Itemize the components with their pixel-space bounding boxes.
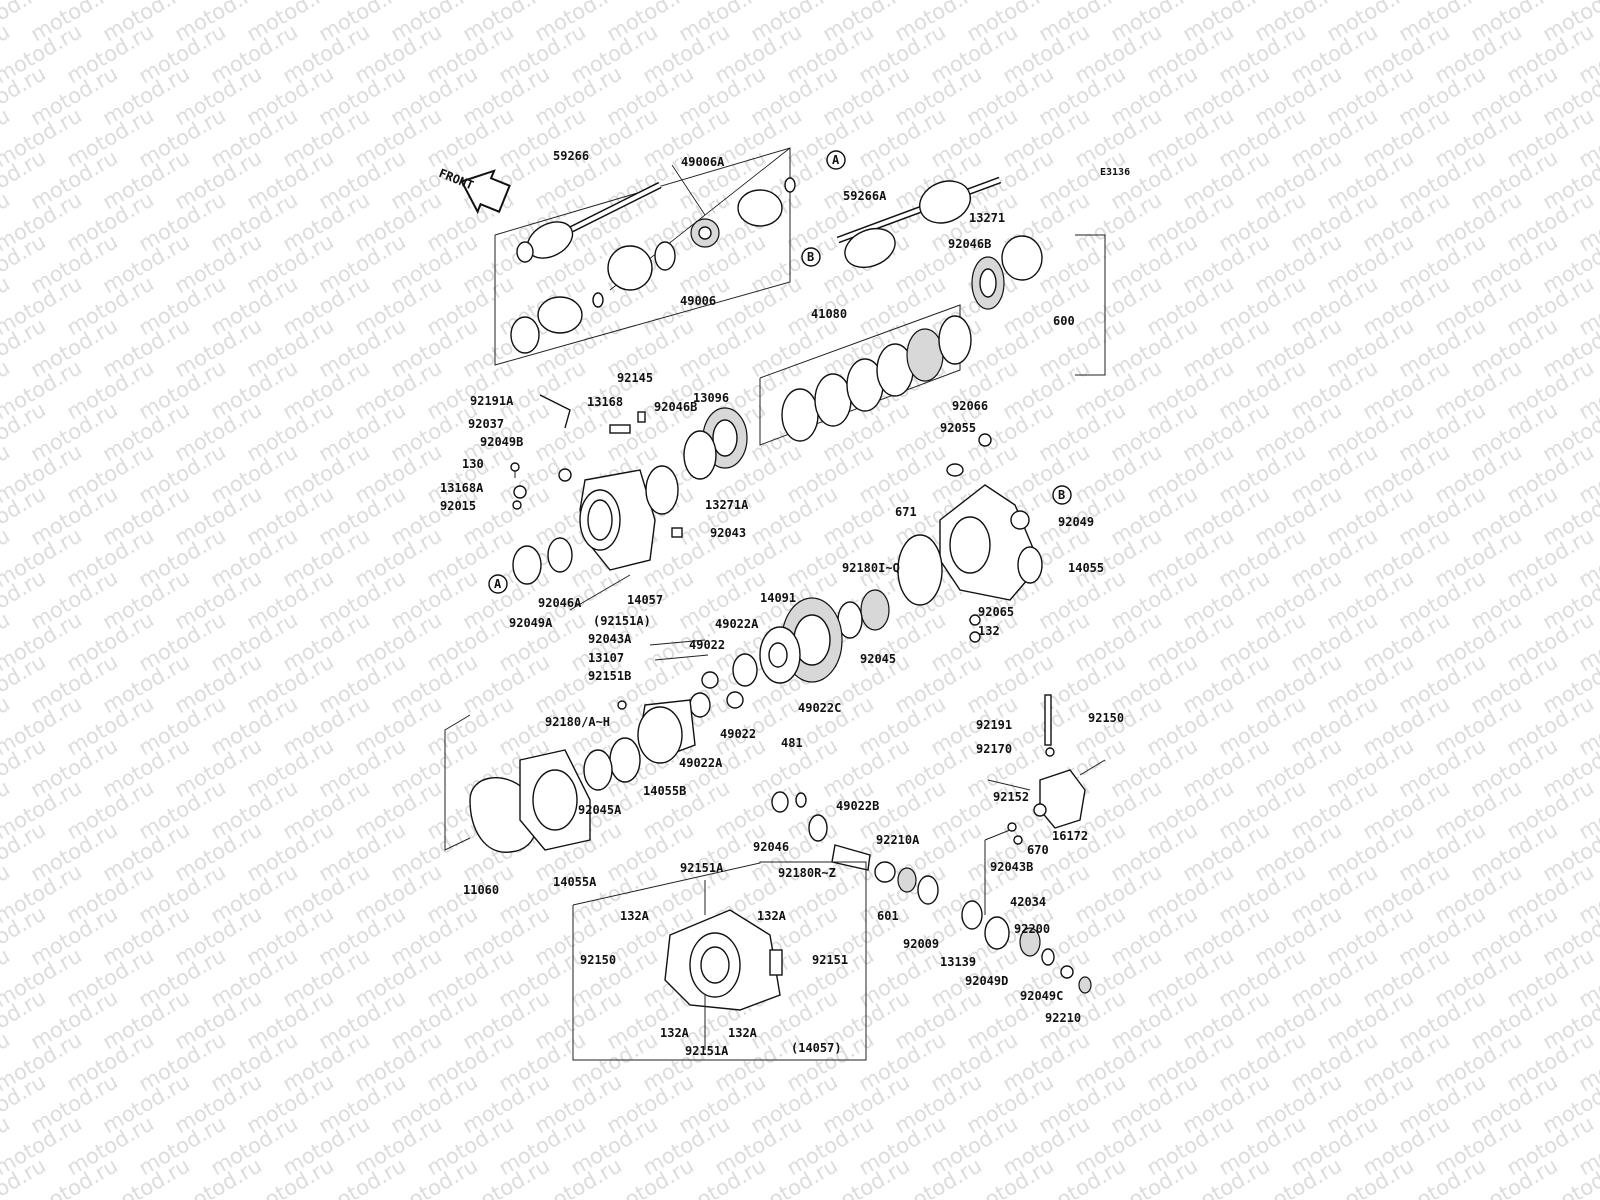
part-label: 92151A — [680, 861, 724, 875]
part-label: 601 — [877, 909, 899, 923]
part-label: 92049D — [965, 974, 1008, 988]
part-label: 92180R~Z — [778, 866, 836, 880]
callout-letter: B — [807, 250, 814, 264]
part-label: 481 — [781, 736, 803, 750]
part-label: 42034 — [1010, 895, 1046, 909]
part-label: 14055A — [553, 875, 597, 889]
part-label: 92191A — [470, 394, 514, 408]
callout-letter: B — [1058, 488, 1065, 502]
part-label: 92046A — [538, 596, 582, 610]
part-label: 49022A — [679, 756, 723, 770]
part-label: 92066 — [952, 399, 988, 413]
part-label: (14057) — [791, 1041, 842, 1055]
part-label: 49022C — [798, 701, 841, 715]
part-label: 92045 — [860, 652, 896, 666]
part-label: 132A — [757, 909, 787, 923]
part-label: 59266A — [843, 189, 887, 203]
part-label: 92045A — [578, 803, 622, 817]
part-label: 92043 — [710, 526, 746, 540]
part-label: 92049 — [1058, 515, 1094, 529]
part-label: 13139 — [940, 955, 976, 969]
part-label: 14091 — [760, 591, 796, 605]
part-label: 49022 — [720, 727, 756, 741]
part-label: 41080 — [811, 307, 847, 321]
part-label: 132A — [620, 909, 650, 923]
part-label: 92046B — [654, 400, 697, 414]
part-label: 132A — [728, 1026, 758, 1040]
part-label: 92180I~Q — [842, 561, 900, 575]
part-label: 92043B — [990, 860, 1033, 874]
part-label: 92170 — [976, 742, 1012, 756]
part-label: (92151A) — [593, 614, 651, 628]
part-label: 670 — [1027, 843, 1049, 857]
part-label: 13271A — [705, 498, 749, 512]
part-label: 16172 — [1052, 829, 1088, 843]
part-label: 92210 — [1045, 1011, 1081, 1025]
part-label: 92049A — [509, 616, 553, 630]
part-label: 132 — [978, 624, 1000, 638]
part-label: 92200 — [1014, 922, 1050, 936]
part-label: 13107 — [588, 651, 624, 665]
part-label: 13271 — [969, 211, 1005, 225]
part-label: 92180/A~H — [545, 715, 610, 729]
watermark-text: motod.ru — [1575, 0, 1600, 4]
part-label: 92055 — [940, 421, 976, 435]
part-label: 92151A — [685, 1044, 729, 1058]
part-label: 92151 — [812, 953, 848, 967]
part-label: 92046B — [948, 237, 991, 251]
part-label: 132A — [660, 1026, 690, 1040]
part-label: 92015 — [440, 499, 476, 513]
part-label: 92065 — [978, 605, 1014, 619]
part-label: 92145 — [617, 371, 653, 385]
part-label: 14055 — [1068, 561, 1104, 575]
part-label: 92150 — [580, 953, 616, 967]
part-label: 49022 — [689, 638, 725, 652]
part-label: 92151B — [588, 669, 631, 683]
part-label: 92150 — [1088, 711, 1124, 725]
part-label: 59266 — [553, 149, 589, 163]
part-label: 13168 — [587, 395, 623, 409]
callout-letter: A — [832, 153, 840, 167]
part-label: 92049B — [480, 435, 523, 449]
diagram-code: E3136 — [1100, 167, 1130, 178]
part-label: 671 — [895, 505, 917, 519]
part-label: 49006A — [681, 155, 725, 169]
part-label: 92009 — [903, 937, 939, 951]
part-label: 92210A — [876, 833, 920, 847]
part-label: 92191 — [976, 718, 1012, 732]
part-label: 600 — [1053, 314, 1075, 328]
part-label: 13096 — [693, 391, 729, 405]
part-label: 92152 — [993, 790, 1029, 804]
part-label: 14055B — [643, 784, 686, 798]
part-label: 14057 — [627, 593, 663, 607]
part-label: 92043A — [588, 632, 632, 646]
callout-letter: A — [494, 577, 502, 591]
part-label: 49022A — [715, 617, 759, 631]
part-label: 11060 — [463, 883, 499, 897]
part-label: 92049C — [1020, 989, 1063, 1003]
part-label: 92046 — [753, 840, 789, 854]
part-label: 13168A — [440, 481, 484, 495]
part-label: 130 — [462, 457, 484, 471]
part-label: 92037 — [468, 417, 504, 431]
part-label: 49006 — [680, 294, 716, 308]
part-label: 49022B — [836, 799, 879, 813]
